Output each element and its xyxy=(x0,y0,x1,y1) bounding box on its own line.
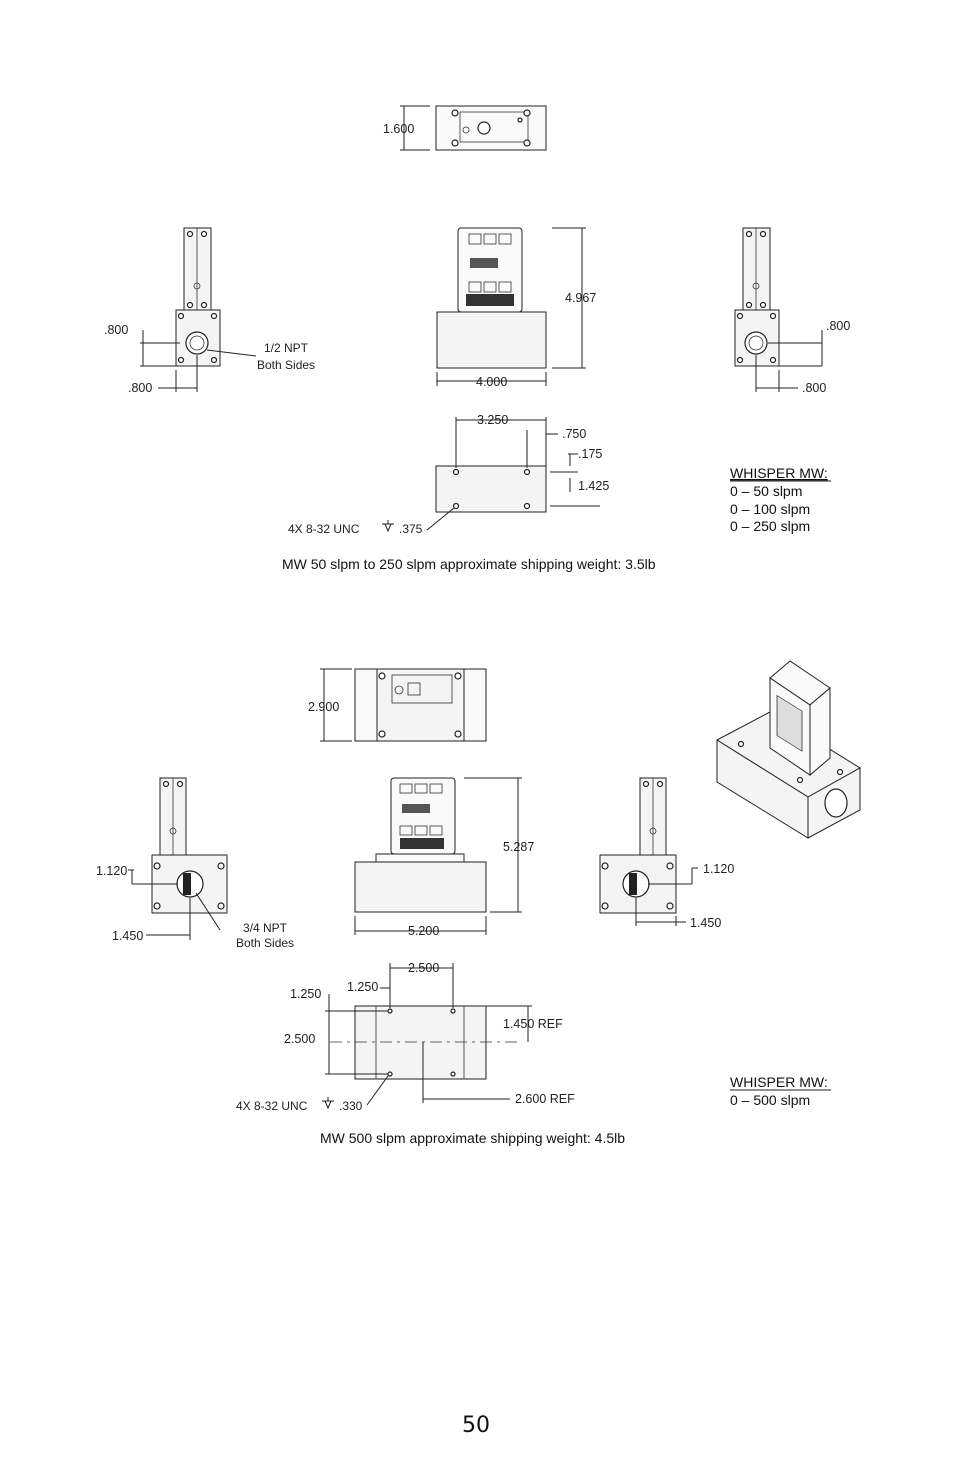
depth-symbol-icon xyxy=(322,1097,334,1110)
dim-side-v-large: 1.120 xyxy=(96,864,127,878)
left-side-view-large: 1.120 1.450 3/4 NPT Both Sides xyxy=(96,777,294,950)
dim-front-height: 4.967 xyxy=(565,291,596,305)
dim-front-height-large: 5.287 xyxy=(503,840,534,854)
depth-symbol-icon xyxy=(382,520,394,533)
model-item: 0 – 50 slpm xyxy=(730,483,802,499)
port-label-line2: Both Sides xyxy=(257,358,315,372)
models-title: WHISPER MW: xyxy=(730,465,828,481)
dim-front-width: 4.000 xyxy=(476,375,507,389)
models-title-large: WHISPER MW: xyxy=(730,1074,828,1090)
left-side-view-small: .800 .800 1/2 NPT Both Sides xyxy=(104,227,315,395)
thread-depth: .375 xyxy=(399,522,423,536)
dim-bottom-c: .175 xyxy=(578,447,602,461)
thread-callout: 4X 8-32 UNC xyxy=(288,522,360,536)
dim-right-v: .800 xyxy=(826,319,850,333)
dim-ref-v: 1.450 REF xyxy=(503,1017,563,1031)
dim-hole-spacing-x: 2.500 xyxy=(408,961,439,975)
dim-side-h-large: 1.450 xyxy=(112,929,143,943)
thread-callout-large: 4X 8-32 UNC xyxy=(236,1099,308,1113)
dim-hole-spacing-y: 2.500 xyxy=(284,1032,315,1046)
weight-note-small: MW 50 slpm to 250 slpm approximate shipp… xyxy=(282,556,656,572)
front-view-small: 4.967 4.000 xyxy=(436,227,596,389)
dim-bottom-b: .750 xyxy=(562,427,586,441)
thread-depth-large: .330 xyxy=(339,1099,363,1113)
model-item: 0 – 250 slpm xyxy=(730,518,810,534)
iso-view xyxy=(715,660,861,839)
dim-side-v: .800 xyxy=(104,323,128,337)
right-side-view-small: .800 .800 xyxy=(734,227,850,395)
right-side-view-large: 1.120 1.450 xyxy=(599,777,734,930)
top-view-small: 1.600 xyxy=(383,105,547,151)
dim-top-height: 1.600 xyxy=(383,122,414,136)
models-box-small: WHISPER MW: 0 – 50 slpm 0 – 100 slpm 0 –… xyxy=(730,465,831,534)
bottom-view-small: 3.250 .750 .175 1.425 4X 8-32 UNC .375 xyxy=(288,413,609,536)
dim-hole-offset-y: 1.250 xyxy=(290,987,321,1001)
port-label-line2-large: Both Sides xyxy=(236,936,294,950)
dim-right-h-large: 1.450 xyxy=(690,916,721,930)
dim-ref-h: 2.600 REF xyxy=(515,1092,575,1106)
model-item: 0 – 500 slpm xyxy=(730,1092,810,1108)
dim-bottom-a: 3.250 xyxy=(477,413,508,427)
dim-front-width-large: 5.200 xyxy=(408,924,439,938)
port-label-line1: 1/2 NPT xyxy=(264,341,309,355)
weight-note-large: MW 500 slpm approximate shipping weight:… xyxy=(320,1130,625,1146)
bottom-view-large: 2.500 1.250 1.250 2.500 1.450 REF 2.600 … xyxy=(236,961,575,1113)
front-view-large: 5.287 5.200 xyxy=(354,777,534,938)
dim-right-h: .800 xyxy=(802,381,826,395)
page-number: 50 xyxy=(462,1413,490,1438)
model-item: 0 – 100 slpm xyxy=(730,501,810,517)
dim-top-height-large: 2.900 xyxy=(308,700,339,714)
dim-bottom-d: 1.425 xyxy=(578,479,609,493)
port-label-line1-large: 3/4 NPT xyxy=(243,921,288,935)
dim-right-v-large: 1.120 xyxy=(703,862,734,876)
models-box-large: WHISPER MW: 0 – 500 slpm xyxy=(730,1074,831,1108)
dim-hole-offset-x: 1.250 xyxy=(347,980,378,994)
dim-side-h: .800 xyxy=(128,381,152,395)
top-view-large: 2.900 xyxy=(308,668,487,742)
